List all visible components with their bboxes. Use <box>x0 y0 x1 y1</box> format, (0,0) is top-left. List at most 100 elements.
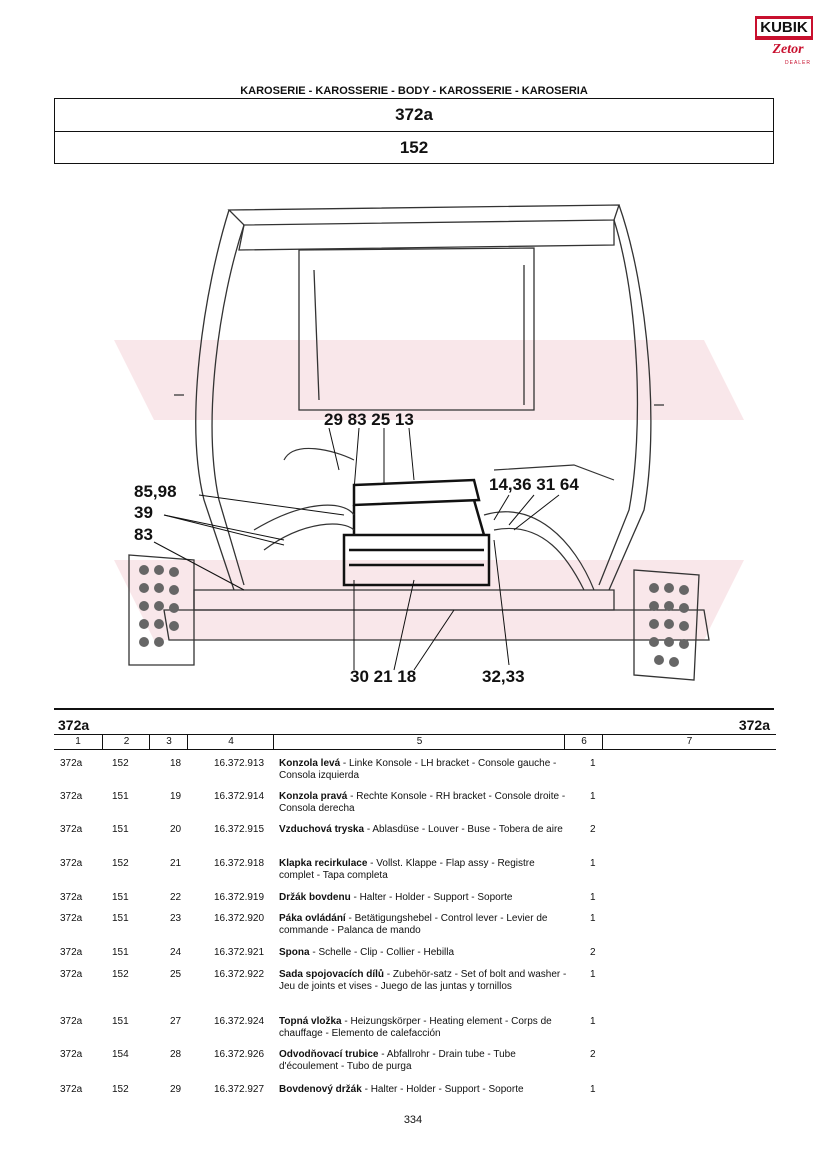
cell-position: 28 <box>170 1049 182 1060</box>
callout-85-98: 85,98 <box>134 482 177 501</box>
callout-29-83-25-13: 29 83 25 13 <box>324 410 414 429</box>
cell-group: 372a <box>60 1084 83 1095</box>
cell-qty: 1 <box>590 913 596 924</box>
cell-sheet: 152 <box>112 1084 129 1095</box>
kubik-text: KUBIK <box>757 19 811 36</box>
cell-part-number: 16.372.927 <box>214 1084 265 1095</box>
col-header-7: 7 <box>602 735 776 749</box>
cell-position: 24 <box>170 947 182 958</box>
part-desc: - Abfallrohr - Drain tube - Tube d'écoul… <box>279 1049 516 1072</box>
cell-position: 29 <box>170 1084 182 1095</box>
cell-group: 372a <box>60 947 83 958</box>
kubik-zetor-logo: KUBIK Zetor DEALER <box>755 16 813 72</box>
header-box: 372a 152 <box>54 98 774 164</box>
cell-qty: 1 <box>590 1084 596 1095</box>
kubik-logo: KUBIK <box>755 16 813 40</box>
part-desc: - Halter - Holder - Support - Soporte <box>350 892 513 903</box>
part-name: Vzduchová tryska <box>279 824 365 835</box>
cell-part-number: 16.372.921 <box>214 947 265 958</box>
parts-table-header: 372a 372a <box>54 708 774 736</box>
cell-description: Páka ovládání - Betätigungshebel - Contr… <box>279 913 569 937</box>
cell-position: 18 <box>170 758 182 769</box>
sheet-code: 152 <box>55 131 773 164</box>
col-header-3: 3 <box>149 735 188 749</box>
cell-group: 372a <box>60 824 83 835</box>
cell-sheet: 151 <box>112 1016 129 1027</box>
part-desc: - Betätigungshebel - Control lever - Lev… <box>279 913 548 936</box>
cell-description: Vzduchová tryska - Ablasdüse - Louver - … <box>279 824 569 836</box>
col-header-5: 5 <box>273 735 565 749</box>
watermark <box>114 340 744 640</box>
cell-sheet: 152 <box>112 969 129 980</box>
cell-description: Držák bovdenu - Halter - Holder - Suppor… <box>279 892 569 904</box>
part-desc: - Heizungskörper - Heating element - Cor… <box>279 1016 552 1039</box>
col-header-2: 2 <box>102 735 150 749</box>
cell-part-number: 16.372.914 <box>214 791 265 802</box>
cell-description: Klapka recirkulace - Vollst. Klappe - Fl… <box>279 858 569 882</box>
cell-position: 25 <box>170 969 182 980</box>
part-name: Odvodňovací trubice <box>279 1049 379 1060</box>
cell-group: 372a <box>60 892 83 903</box>
part-name: Klapka recirkulace <box>279 858 368 869</box>
cell-qty: 2 <box>590 824 596 835</box>
cell-sheet: 151 <box>112 913 129 924</box>
cell-qty: 1 <box>590 892 596 903</box>
callout-14-36-31-64: 14,36 31 64 <box>489 475 579 494</box>
cell-position: 20 <box>170 824 182 835</box>
cell-sheet: 151 <box>112 892 129 903</box>
cell-group: 372a <box>60 1016 83 1027</box>
cell-part-number: 16.372.924 <box>214 1016 265 1027</box>
cell-position: 23 <box>170 913 182 924</box>
cell-description: Spona - Schelle - Clip - Collier - Hebil… <box>279 947 569 959</box>
cell-part-number: 16.372.922 <box>214 969 265 980</box>
cell-part-number: 16.372.919 <box>214 892 265 903</box>
cab-heater-drawing: 29 83 25 13 85,98 39 83 14,36 31 64 30 2… <box>54 170 774 705</box>
cell-position: 22 <box>170 892 182 903</box>
cell-description: Topná vložka - Heizungskörper - Heating … <box>279 1016 569 1040</box>
ducts-and-cables <box>253 447 615 591</box>
part-name: Sada spojovacích dílů <box>279 969 385 980</box>
column-headers: 1 2 3 4 5 6 7 <box>54 734 776 750</box>
cell-group: 372a <box>60 1049 83 1060</box>
cell-sheet: 152 <box>112 858 129 869</box>
part-name: Bovdenový držák <box>279 1084 362 1095</box>
cell-part-number: 16.372.913 <box>214 758 265 769</box>
part-name: Páka ovládání <box>279 913 346 924</box>
part-desc: - Zubehör-satz - Set of bolt and washer … <box>279 969 567 992</box>
part-name: Konzola levá <box>279 758 341 769</box>
parts-left-code: 372a <box>58 717 90 733</box>
part-desc: - Vollst. Klappe - Flap assy - Registre … <box>279 858 535 881</box>
part-name: Spona <box>279 947 310 958</box>
cell-group: 372a <box>60 758 83 769</box>
callout-32-33: 32,33 <box>482 667 525 686</box>
section-title: KAROSERIE - KAROSSERIE - BODY - KAROSSER… <box>240 85 588 97</box>
cell-description: Konzola pravá - Rechte Konsole - RH brac… <box>279 791 569 815</box>
cell-group: 372a <box>60 969 83 980</box>
leader-lines <box>153 427 560 671</box>
part-desc: - Linke Konsole - LH bracket - Console g… <box>279 758 557 781</box>
col-header-1: 1 <box>75 736 81 747</box>
cell-qty: 1 <box>590 1016 596 1027</box>
cell-position: 27 <box>170 1016 182 1027</box>
cell-qty: 2 <box>590 1049 596 1060</box>
part-name: Držák bovdenu <box>279 892 351 903</box>
cell-description: Bovdenový držák - Halter - Holder - Supp… <box>279 1084 569 1096</box>
cell-part-number: 16.372.926 <box>214 1049 265 1060</box>
page-number: 334 <box>403 1114 423 1126</box>
cell-part-number: 16.372.915 <box>214 824 265 835</box>
cell-description: Sada spojovacích dílů - Zubehör-satz - S… <box>279 969 569 993</box>
cell-position: 19 <box>170 791 182 802</box>
cell-qty: 1 <box>590 858 596 869</box>
cell-group: 372a <box>60 913 83 924</box>
part-desc: - Schelle - Clip - Collier - Hebilla <box>309 947 455 958</box>
cell-sheet: 154 <box>112 1049 129 1060</box>
col-header-4: 4 <box>187 735 274 749</box>
cell-sheet: 151 <box>112 947 129 958</box>
cab-frame <box>128 204 710 681</box>
cell-group: 372a <box>60 858 83 869</box>
part-name: Topná vložka <box>279 1016 342 1027</box>
mudguard-holes <box>139 565 689 667</box>
cell-part-number: 16.372.918 <box>214 858 265 869</box>
parts-right-code: 372a <box>738 717 770 733</box>
drawing-svg <box>114 204 744 681</box>
